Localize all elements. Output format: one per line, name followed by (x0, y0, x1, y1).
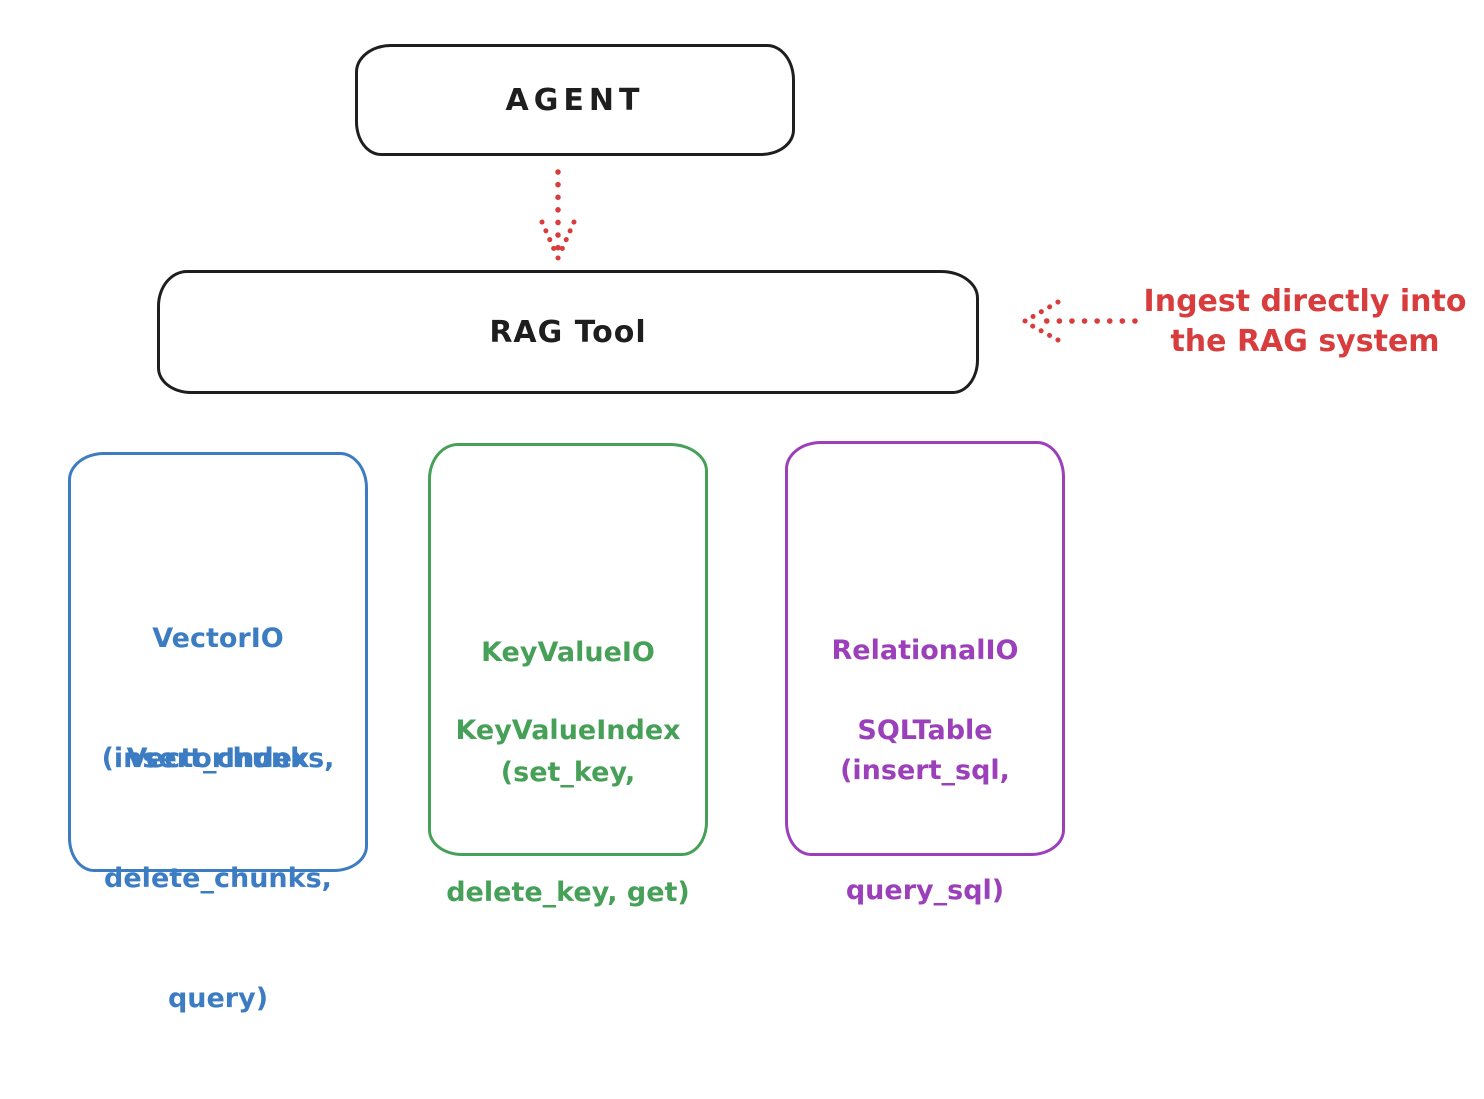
ingest-annotation-line1: Ingest directly into (1143, 284, 1467, 319)
relational-io-line: query_sql) (845, 875, 1005, 906)
keyvalue-io-signature: KeyValueIO (set_key, delete_key, get) (431, 553, 705, 993)
diagram-canvas: { "colors": { "ink": "#1e1e1e", "blue": … (68, 44, 1477, 1014)
rag-tool-node: RAG Tool (157, 270, 979, 394)
keyvalue-io-line: (set_key, (500, 757, 636, 788)
vector-io-line: (insert_chunks, (101, 743, 335, 774)
ingest-annotation: Ingest directly into the RAG system (1133, 282, 1477, 362)
annotation-to-ragtool-arrow (1022, 299, 1138, 343)
keyvalue-index-label: KeyValueIndex (455, 715, 681, 746)
vector-io-signature: VectorIO (insert_chunks, delete_chunks, … (71, 539, 365, 1099)
vector-io-line: delete_chunks, (104, 863, 332, 894)
sqltable-label: SQLTable (857, 715, 993, 746)
keyvalue-io-node: KeyValueIO (set_key, delete_key, get) Ke… (428, 443, 708, 908)
ingest-annotation-line2: the RAG system (1170, 324, 1440, 359)
relational-io-line: (insert_sql, (840, 755, 1010, 786)
agent-to-ragtool-arrow (539, 169, 577, 261)
agent-node: AGENT (355, 44, 795, 156)
agent-node-label: AGENT (505, 82, 645, 118)
relational-io-signature: RelationalIO (insert_sql, query_sql) (788, 551, 1062, 991)
keyvalue-io-line: delete_key, get) (446, 877, 690, 908)
vector-io-line: query) (167, 983, 269, 1014)
keyvalue-io-line: KeyValueIO (481, 637, 655, 668)
vector-io-node: VectorIO (insert_chunks, delete_chunks, … (68, 452, 368, 1014)
relational-io-line: RelationalIO (831, 635, 1019, 666)
vector-io-line: VectorIO (152, 623, 284, 654)
relational-io-node: RelationalIO (insert_sql, query_sql) SQL… (785, 441, 1065, 906)
vector-index-label: VectorIndex (126, 743, 310, 774)
rag-tool-node-label: RAG Tool (489, 314, 647, 350)
